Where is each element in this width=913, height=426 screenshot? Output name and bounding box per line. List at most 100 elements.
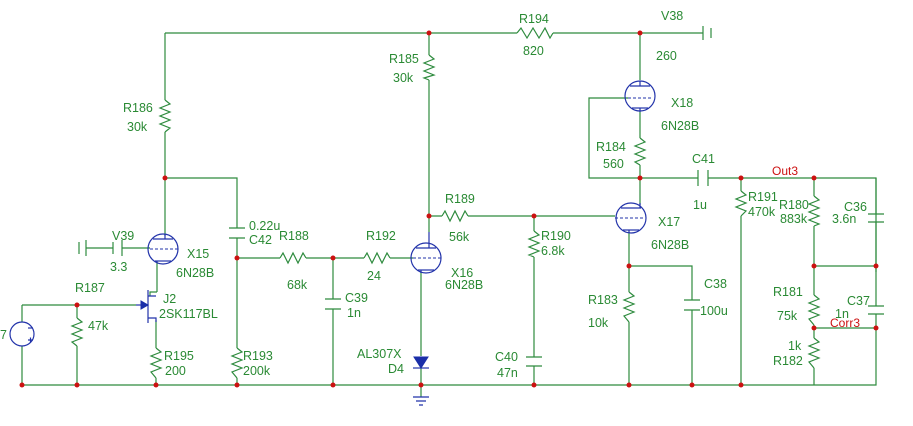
label-C41: C41 [692, 152, 715, 166]
label-C40: C40 [495, 350, 518, 364]
label-C36: C36 [844, 200, 867, 214]
tube-X17 [615, 202, 647, 234]
capacitor-C38 [684, 299, 700, 311]
resistor-R183 [622, 291, 636, 323]
label-R182: R182 [773, 354, 803, 368]
label-X17: X17 [658, 215, 680, 229]
capacitor-C41 [697, 170, 709, 186]
resistor-R184 [633, 137, 647, 166]
value-R182: 1k [788, 339, 802, 353]
value-R190: 6.8k [541, 244, 565, 258]
value-R183: 10k [588, 316, 609, 330]
value-R192: 24 [367, 269, 381, 283]
type-J2: 2SK117BL [159, 307, 218, 321]
resistor-R189 [441, 209, 469, 223]
label-X16: X16 [451, 266, 473, 280]
label-Out3: Out3 [772, 164, 798, 178]
resistor-R186 [158, 99, 172, 133]
label-R184: R184 [596, 140, 626, 154]
value-C37: 1n [835, 307, 849, 321]
value-V38: 260 [656, 49, 677, 63]
value-R180: 883k [780, 212, 808, 226]
label-R190: R190 [541, 229, 571, 243]
component-labels: R194 820 V38 260 R185 30k R186 30k X18 6… [0, 9, 870, 380]
resistor-R190 [527, 230, 541, 258]
signal-source [9, 321, 35, 347]
value-R195: 200 [165, 364, 186, 378]
value-C41: 1u [693, 198, 707, 212]
value-R181: 75k [777, 309, 798, 323]
label-R188: R188 [279, 229, 309, 243]
jfet-J2 [136, 290, 157, 323]
capacitors [229, 170, 884, 367]
resistor-R188 [279, 251, 307, 265]
label-R191: R191 [748, 190, 778, 204]
value-C40: 47n [497, 366, 518, 380]
type-X15: 6N28B [176, 266, 214, 280]
tube-X15 [147, 233, 179, 265]
resistor-R187 [70, 317, 84, 347]
label-R194: R194 [519, 12, 549, 26]
type-X18: 6N28B [661, 119, 699, 133]
type-D4: AL307X [357, 347, 402, 361]
label-C39: C39 [345, 291, 368, 305]
battery-V38 [702, 26, 712, 40]
value-R187: 47k [88, 319, 109, 333]
label-R186: R186 [123, 101, 153, 115]
battery-V39 [78, 240, 123, 256]
junction-nodes [19, 30, 879, 388]
label-Corr3: Corr3 [830, 316, 860, 330]
label-V39: V39 [112, 229, 134, 243]
tube-X18 [624, 80, 656, 112]
resistor-R193 [230, 347, 244, 379]
diode-D4 [413, 356, 429, 369]
value-R185: 30k [393, 71, 414, 85]
label-R193: R193 [243, 349, 273, 363]
value-R194: 820 [523, 44, 544, 58]
type-X16: 6N28B [445, 278, 483, 292]
label-X18: X18 [671, 96, 693, 110]
value-V39: 3.3 [110, 260, 127, 274]
label-X15: X15 [187, 247, 209, 261]
value-C38: 100u [700, 304, 728, 318]
resistor-R180 [807, 195, 821, 227]
resistor-R185 [422, 54, 436, 81]
capacitor-C42 [229, 227, 245, 239]
value-R191: 470k [748, 205, 776, 219]
value-R193: 200k [243, 364, 271, 378]
label-C37: C37 [847, 294, 870, 308]
value-R186: 30k [127, 120, 148, 134]
label-C38: C38 [704, 277, 727, 291]
value-R184: 560 [603, 157, 624, 171]
label-C42: C42 [249, 233, 272, 247]
value-R188: 68k [287, 278, 308, 292]
label-D4: D4 [388, 362, 404, 376]
value-R189: 56k [449, 230, 470, 244]
capacitor-C37 [868, 305, 884, 315]
resistor-R194 [516, 26, 554, 40]
resistor-R181 [807, 294, 821, 326]
label-R183: R183 [588, 293, 618, 307]
label-V38: V38 [661, 9, 683, 23]
label-R185: R185 [389, 52, 419, 66]
resistor-R182 [807, 337, 821, 369]
resistor-R192 [363, 251, 391, 265]
ground-symbol [413, 396, 429, 406]
label-R187: R187 [75, 281, 105, 295]
label-R192: R192 [366, 229, 396, 243]
resistor-R191 [734, 190, 748, 217]
value-C42: 0.22u [249, 219, 280, 233]
capacitor-C40 [526, 356, 542, 367]
resistor-R195 [149, 347, 163, 379]
label-source: 7 [0, 328, 7, 342]
label-R181: R181 [773, 285, 803, 299]
label-J2: J2 [163, 292, 176, 306]
value-C36: 3.6n [832, 212, 856, 226]
capacitor-C39 [325, 298, 341, 310]
label-R195: R195 [164, 349, 194, 363]
label-R189: R189 [445, 192, 475, 206]
value-C39: 1n [347, 306, 361, 320]
tube-X16 [410, 232, 442, 274]
label-R180: R180 [779, 198, 809, 212]
